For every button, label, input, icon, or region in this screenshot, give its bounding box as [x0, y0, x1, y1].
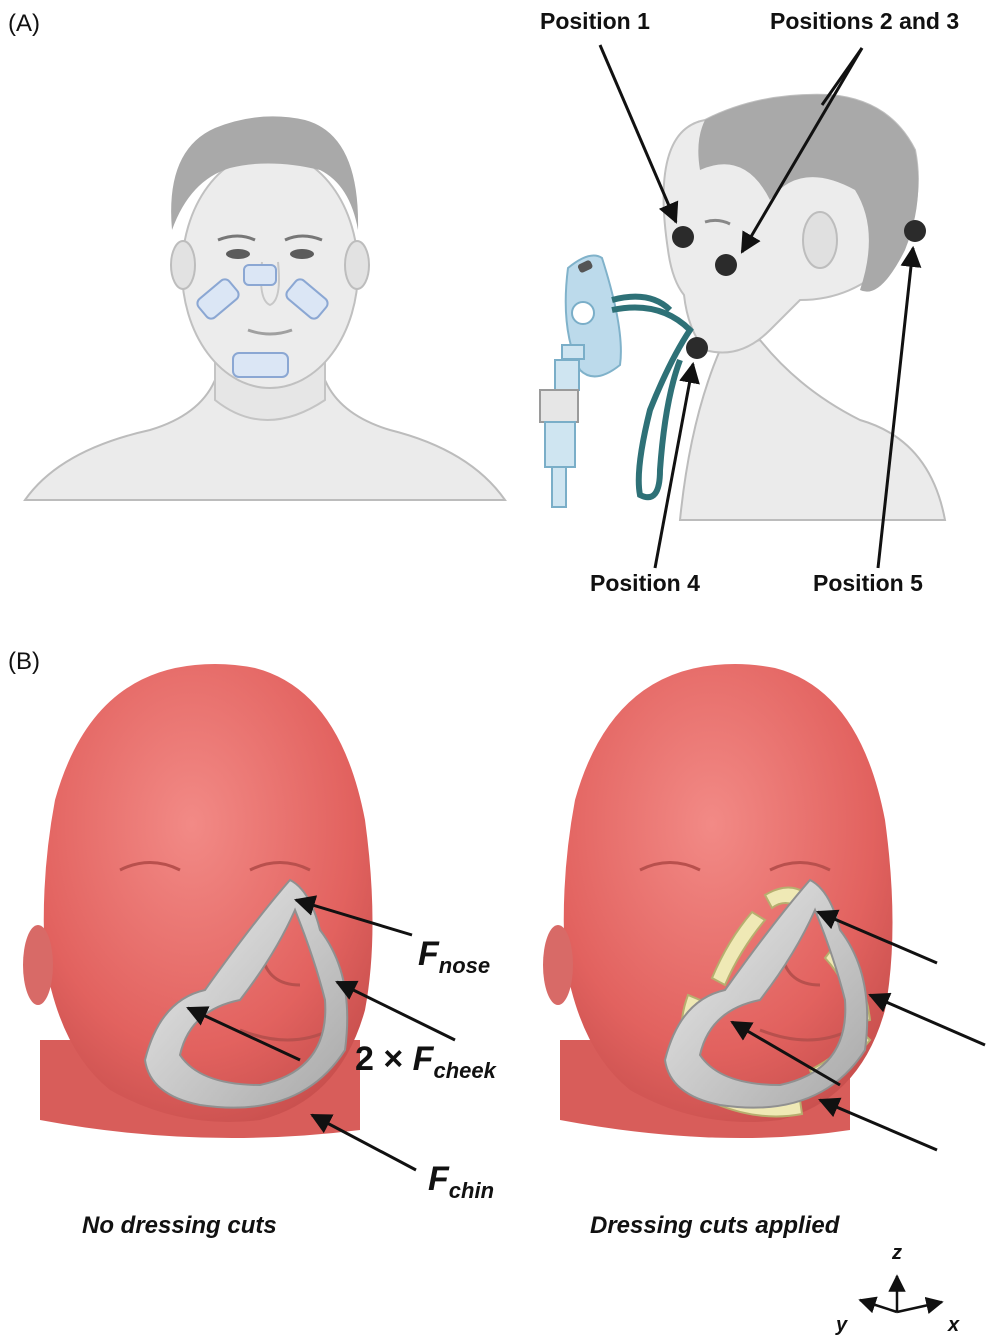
axis-z-label: z [892, 1242, 902, 1265]
positions-2-3-label: Positions 2 and 3 [770, 8, 959, 35]
force-chin-sub: chin [449, 1178, 494, 1203]
force-cheek-sub: cheek [433, 1058, 495, 1083]
axes-triad [860, 1276, 942, 1312]
force-cheek-base: F [413, 1040, 434, 1078]
axis-y-label: y [836, 1314, 847, 1337]
force-cheek-prefix: 2 × [355, 1040, 413, 1078]
force-chin-label: Fchin [428, 1160, 494, 1204]
position-1-marker [672, 226, 694, 248]
force-nose-sub: nose [439, 953, 490, 978]
caption-dressing-cuts-applied: Dressing cuts applied [590, 1212, 839, 1240]
position-4-label: Position 4 [590, 570, 700, 597]
force-cheek-label: 2 × Fcheek [355, 1040, 496, 1084]
position-4-marker [686, 337, 708, 359]
position-1-label: Position 1 [540, 8, 650, 35]
position-2-3-marker [715, 254, 737, 276]
front-face-illustration [25, 116, 505, 500]
axis-x-label: x [948, 1314, 959, 1337]
position-5-marker [904, 220, 926, 242]
position-5-label: Position 5 [813, 570, 923, 597]
head-model-right [543, 664, 893, 1138]
head-model-left [23, 664, 373, 1138]
side-profile-illustration [540, 95, 945, 520]
force-nose-base: F [418, 935, 439, 973]
force-nose-label: Fnose [418, 935, 490, 979]
caption-no-dressing-cuts: No dressing cuts [82, 1212, 277, 1240]
force-chin-base: F [428, 1160, 449, 1198]
